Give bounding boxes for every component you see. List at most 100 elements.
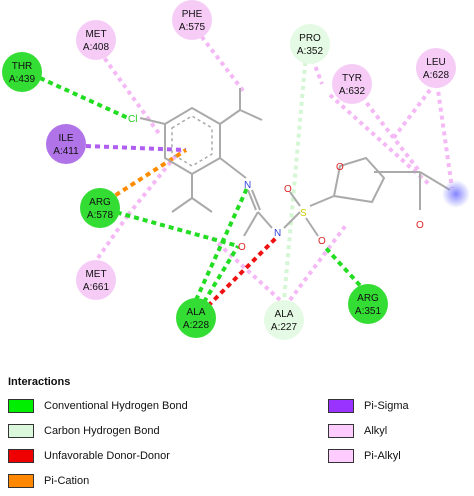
legend-swatch (8, 449, 34, 463)
residue-id: A:661 (83, 282, 110, 293)
residue-circle (46, 124, 86, 164)
residue-name: THR (12, 61, 33, 72)
legend-title: Interactions (8, 376, 71, 388)
residue-arg578: ARG A:578 (80, 188, 120, 228)
atom-n2: N (274, 228, 281, 239)
legend-label: Alkyl (364, 425, 388, 437)
alkyl-line-leu628 (434, 75, 454, 189)
hbond-ala228-a (194, 185, 250, 301)
legend-item-carbon-hbond: Carbon Hydrogen Bond (8, 423, 160, 439)
atom-o1: O (238, 242, 246, 253)
legend-label: Pi-Alkyl (364, 450, 401, 462)
atom-o4: O (336, 162, 344, 173)
residue-circle (2, 52, 42, 92)
legend-label: Conventional Hydrogen Bond (44, 400, 188, 412)
residue-id: A:351 (355, 306, 382, 317)
benzene-inner (171, 115, 213, 167)
residue-id: A:632 (339, 86, 366, 97)
legend-swatch (328, 449, 354, 463)
residue-ile411: ILE A:411 (46, 124, 86, 164)
alkyl-line-pro352 (308, 51, 324, 85)
residue-id: A:578 (87, 210, 114, 221)
residue-ala227: ALA A:227 (264, 300, 304, 340)
residue-pro352: PRO A:352 (290, 24, 330, 64)
hbond-arg578 (107, 208, 239, 248)
residue-ala228: ALA A:228 (176, 298, 216, 338)
alkyl-line-met661 (96, 213, 130, 260)
atom-o3: O (318, 236, 326, 247)
atom-o5: O (416, 220, 424, 231)
residue-arg351: ARG A:351 (348, 284, 388, 324)
legend-item-pi-alkyl: Pi-Alkyl (328, 448, 401, 464)
pi-cation-arg578 (106, 148, 188, 202)
residue-id: A:575 (179, 22, 206, 33)
legend-swatch (8, 424, 34, 438)
residue-name: PHE (182, 9, 203, 20)
legend-label: Unfavorable Donor-Donor (44, 450, 170, 462)
legend: Interactions Conventional Hydrogen Bond … (0, 368, 474, 496)
residue-circle (290, 24, 330, 64)
hbond-arg351 (322, 244, 368, 294)
alkyl-line-leu628-b (390, 88, 432, 142)
residue-name: ALA (275, 309, 294, 320)
residue-circle (348, 284, 388, 324)
legend-item-pi-cation: Pi-Cation (8, 473, 89, 489)
residue-leu628: LEU A:628 (416, 48, 456, 88)
residue-name: ARG (357, 293, 379, 304)
residue-name: MET (85, 269, 106, 280)
residue-circle (264, 300, 304, 340)
residue-name: TYR (342, 73, 362, 84)
residue-thr439: THR A:439 (2, 52, 42, 92)
residue-name: ALA (187, 307, 206, 318)
residue-id: A:408 (83, 42, 110, 53)
benzene-ring (164, 106, 221, 176)
residue-circle (80, 188, 120, 228)
legend-item-unfavorable-donor-donor: Unfavorable Donor-Donor (8, 448, 170, 464)
residue-met661: MET A:661 (76, 260, 116, 300)
pi-sigma-ile411 (85, 144, 187, 152)
legend-item-pi-sigma: Pi-Sigma (328, 398, 409, 414)
residue-circle (416, 48, 456, 88)
residue-id: A:352 (297, 46, 324, 57)
hbond-ala228-b (202, 244, 240, 304)
atom-n1: N (244, 180, 251, 191)
residue-tyr632: TYR A:632 (332, 64, 372, 104)
atom-s: S (300, 208, 307, 219)
residue-id: A:628 (423, 70, 450, 81)
residue-name: ILE (58, 133, 73, 144)
legend-item-alkyl: Alkyl (328, 423, 387, 439)
alkyl-line-met661-b (126, 146, 184, 217)
atom-labels: Cl N O N S O O O O (128, 114, 424, 253)
residue-name: LEU (426, 57, 445, 68)
methyl-glow (442, 180, 470, 208)
residue-phe575: PHE A:575 (172, 0, 212, 40)
unfavorable-ala228 (206, 234, 280, 308)
legend-label: Pi-Cation (44, 475, 90, 487)
interaction-diagram: Cl N O N S O O O O THR A:439 MET A:408 P… (2, 0, 470, 340)
atom-cl: Cl (128, 114, 137, 125)
residue-id: A:228 (183, 320, 210, 331)
residue-circle (76, 260, 116, 300)
residue-id: A:439 (9, 74, 36, 85)
residue-circle (76, 20, 116, 60)
legend-swatch (8, 399, 34, 413)
residue-nodes: THR A:439 MET A:408 PHE A:575 PRO A:352 … (2, 0, 456, 340)
alkyl-line-pro352-b (328, 93, 432, 187)
carbon-hbond-pro352 (282, 53, 308, 301)
residue-circle (332, 64, 372, 104)
residue-met408: MET A:408 (76, 20, 116, 60)
legend-label: Carbon Hydrogen Bond (44, 425, 160, 437)
legend-swatch (328, 399, 354, 413)
alkyl-line-met408 (98, 50, 162, 137)
legend-item-conventional-hbond: Conventional Hydrogen Bond (8, 398, 188, 414)
residue-circle (172, 0, 212, 40)
residue-circle (176, 298, 216, 338)
residue-name: ARG (89, 197, 111, 208)
legend-swatch (8, 474, 34, 488)
residue-name: PRO (299, 33, 321, 44)
alkyl-line-phe575 (190, 22, 246, 94)
residue-id: A:227 (271, 322, 298, 333)
hbond-thr439 (39, 76, 129, 120)
residue-name: MET (85, 29, 106, 40)
legend-swatch (328, 424, 354, 438)
